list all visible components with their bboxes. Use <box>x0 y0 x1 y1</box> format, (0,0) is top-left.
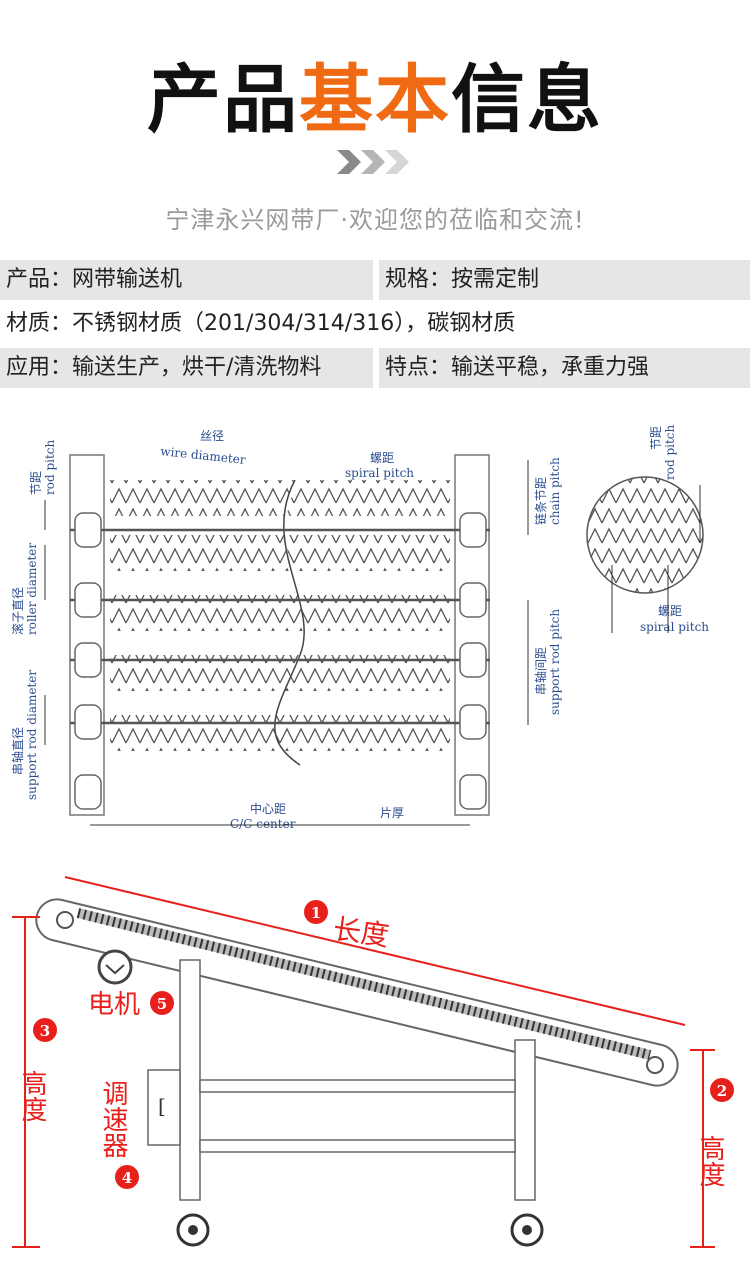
chevron-arrows-icon <box>337 150 409 174</box>
badge-height-right-num: 2 <box>717 1082 727 1100</box>
label-roller-diameter-en: roller diameter <box>25 543 39 635</box>
label-wire-diameter-cn: 丝径 <box>200 429 224 443</box>
label-speed-controller: 调速器 <box>98 1080 128 1158</box>
height-dimension-lines <box>12 916 715 1248</box>
label-spiral-pitch-cn: 螺距 <box>370 451 394 465</box>
badge-length-num: 1 <box>311 904 321 922</box>
mesh-belt-diagram: 丝径 wire diameter 螺距 spiral pitch 节距 rod … <box>10 424 709 831</box>
title-accent: 基本 <box>299 57 451 143</box>
badge-speed-controller <box>115 1165 139 1189</box>
title-part2: 信息 <box>451 57 603 143</box>
label-spiral-pitch-en: spiral pitch <box>345 466 414 480</box>
label-support-rod-pitch-cn: 串轴间距 <box>533 647 548 695</box>
spec-row-3: 应用：输送生产，烘干/清洗物料 特点：输送平稳，承重力强 <box>0 348 750 388</box>
title-part1: 产品 <box>147 57 299 143</box>
mesh-right <box>274 480 450 751</box>
badge-speed-controller-num: 4 <box>122 1169 132 1187</box>
spec-material: 材质：不锈钢材质（201/304/314/316），碳钢材质 <box>6 311 516 336</box>
mesh-left <box>110 480 305 751</box>
label-support-diameter-en: support rod diameter <box>25 670 39 800</box>
detail-spiral-en: spiral pitch <box>640 620 709 634</box>
label-center-cn: 中心距 <box>250 801 286 816</box>
badge-height-right <box>710 1078 734 1102</box>
motor-icon <box>97 949 133 985</box>
label-height-left: 高度 <box>17 1070 47 1122</box>
subtitle: 宁津永兴网带厂·欢迎您的莅临和交流! <box>165 206 585 234</box>
label-motor: 电机 <box>88 990 140 1020</box>
badge-motor <box>150 991 174 1015</box>
label-roller-diameter-cn: 滚子直径 <box>10 587 25 635</box>
badge-height-left <box>33 1018 57 1042</box>
label-rod-pitch-en: rod pitch <box>43 439 57 495</box>
spec-application: 应用：输送生产，烘干/清洗物料 <box>0 348 373 388</box>
label-chain-pitch-en: chain pitch <box>548 457 562 525</box>
spec-product: 产品：网带输送机 <box>0 260 373 300</box>
rollers <box>74 512 487 810</box>
support-rods <box>70 528 490 725</box>
length-dimension-line <box>64 876 686 1026</box>
detail-rod-pitch-cn: 节距 <box>649 426 663 450</box>
right-chain-plate <box>454 454 490 816</box>
label-length: 长度 <box>331 912 391 952</box>
caster-wheels <box>176 1213 544 1247</box>
spec-size: 规格：按需定制 <box>379 260 750 300</box>
spec-row-2: 材质：不锈钢材质（201/304/314/316），碳钢材质 <box>0 304 750 344</box>
label-support-diameter-cn: 串轴直径 <box>10 727 25 775</box>
detail-spiral-cn: 螺距 <box>658 604 682 618</box>
label-height-right: 高度 <box>695 1135 725 1187</box>
spec-feature: 特点：输送平稳，承重力强 <box>379 348 750 388</box>
badge-height-left-num: 3 <box>40 1022 50 1040</box>
dimension-lines <box>44 460 529 826</box>
detail-rod-pitch-en: rod pitch <box>663 424 677 480</box>
label-wire-diameter-en: wire diameter <box>160 444 247 467</box>
mesh-detail-circle <box>586 476 704 633</box>
label-center-en: C/C center <box>230 817 296 831</box>
support-frame <box>147 959 536 1201</box>
conveyor-illustration: [ 1 长度 2 高度 3 高度 4 调速器 5 电机 <box>12 876 734 1248</box>
badge-motor-num: 5 <box>157 995 167 1013</box>
inclined-belt <box>35 898 679 1087</box>
spec-row-1: 产品：网带输送机 规格：按需定制 <box>0 260 750 300</box>
page-title: 产品基本信息 <box>0 55 750 145</box>
speed-controller-bracket: [ <box>158 1094 166 1118</box>
label-chain-pitch-cn: 链条节距 <box>533 477 548 525</box>
label-thickness-cn: 片厚 <box>380 806 404 820</box>
left-chain-plate <box>69 454 105 816</box>
label-support-rod-pitch-en: support rod pitch <box>548 609 562 715</box>
badge-length <box>304 900 328 924</box>
label-rod-pitch-cn: 节距 <box>29 471 43 495</box>
